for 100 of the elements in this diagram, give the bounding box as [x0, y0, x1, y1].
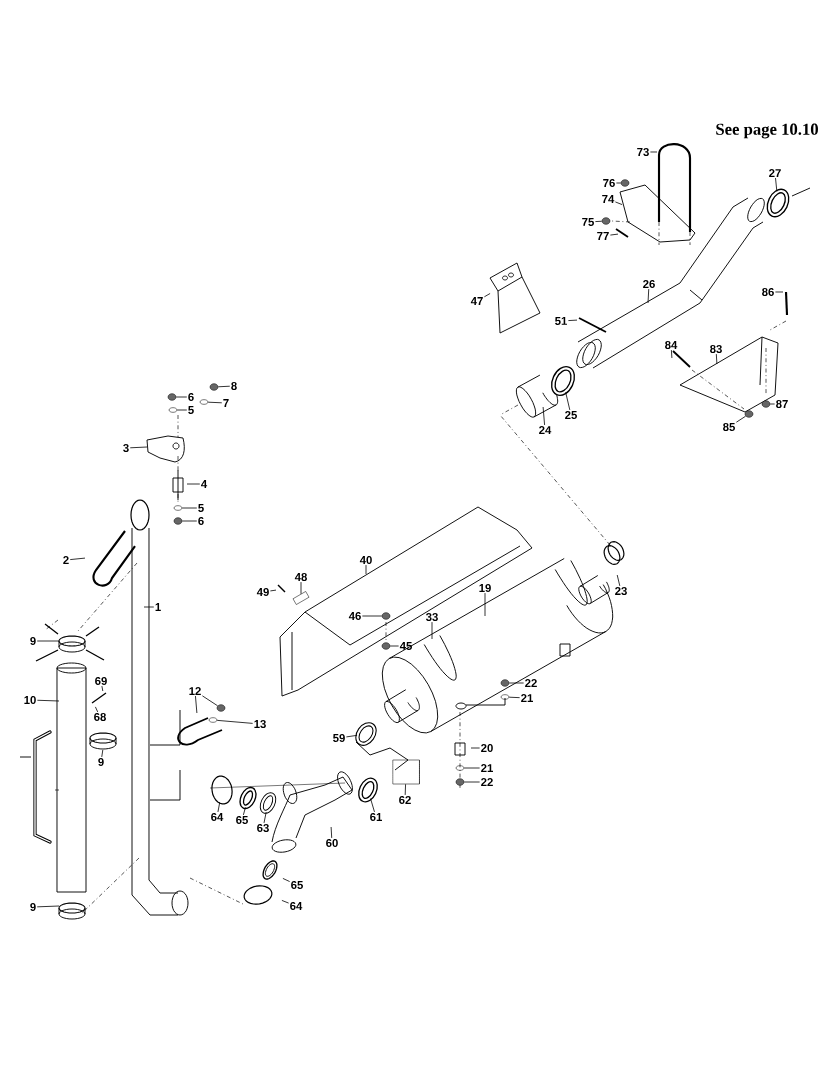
leader-line — [216, 719, 254, 724]
leader-line — [269, 589, 277, 592]
leader-line — [195, 695, 198, 714]
leader-line — [470, 747, 481, 749]
nut — [761, 400, 771, 408]
nut — [500, 679, 510, 687]
callout-number: 40 — [359, 556, 372, 564]
leader-line — [370, 798, 375, 813]
callout-number: 13 — [254, 720, 266, 728]
leader-line — [263, 811, 267, 824]
leader-line — [282, 878, 291, 882]
callout-number: 85 — [723, 423, 735, 431]
callout-number: 65 — [291, 881, 303, 889]
callout-number: 3 — [123, 444, 129, 452]
callout-number: 20 — [481, 744, 493, 752]
callout-number: 68 — [94, 713, 106, 721]
callout-number: 23 — [615, 587, 627, 595]
leader-line — [207, 401, 223, 404]
callout-number: 21 — [521, 694, 533, 702]
callout-number: 4 — [201, 480, 208, 488]
callout-number: 9 — [98, 758, 104, 766]
leader-line — [542, 406, 545, 426]
callout-number: 9 — [30, 903, 36, 911]
callout-number: 8 — [231, 382, 237, 390]
callout-number: 27 — [769, 169, 781, 177]
leader-line — [647, 288, 650, 304]
leader-line — [775, 177, 778, 192]
sealing-ring — [239, 786, 257, 810]
leader-line — [670, 349, 673, 359]
leader-line — [463, 767, 481, 769]
callout-number: 62 — [399, 796, 411, 804]
leader-line — [431, 621, 433, 640]
leader-line — [389, 645, 400, 647]
callout-number: 19 — [479, 584, 491, 592]
sealing-ring — [358, 777, 378, 803]
leader-line — [615, 201, 623, 205]
leader-line — [129, 446, 148, 449]
leader-line — [36, 905, 60, 908]
leader-line — [568, 319, 578, 321]
callout-number: 69 — [95, 677, 107, 685]
pipe-sleeve — [392, 759, 420, 785]
page-reference: See page 10.10 — [716, 123, 818, 139]
callout-number: 6 — [188, 393, 194, 401]
callout-number: 2 — [63, 556, 69, 564]
sealing-ring — [766, 188, 790, 218]
callout-number: 65 — [236, 816, 248, 824]
nut — [216, 704, 226, 712]
callout-number: 84 — [665, 341, 678, 349]
leader-line — [769, 403, 776, 405]
callout-number: 77 — [597, 232, 609, 240]
leader-line — [565, 391, 571, 411]
leader-line — [610, 233, 619, 236]
callout-number: 61 — [370, 813, 382, 821]
leader-line — [616, 182, 622, 184]
sealing-ring — [259, 792, 277, 814]
leader-line — [181, 520, 198, 522]
leader-line — [36, 699, 60, 702]
nut — [620, 179, 630, 187]
leader-line — [345, 734, 358, 738]
leader-line — [361, 615, 383, 617]
nut — [381, 642, 391, 650]
leader-line — [201, 695, 219, 707]
callout-number: 59 — [333, 734, 345, 742]
nut — [381, 612, 391, 620]
callout-number: 25 — [565, 411, 577, 419]
callout-number: 1 — [155, 603, 161, 611]
leader-line — [69, 557, 86, 560]
callout-number: 10 — [24, 696, 36, 704]
nut — [601, 217, 611, 225]
leader-line — [775, 291, 784, 293]
leader-line — [175, 396, 188, 398]
washer — [173, 505, 183, 511]
callout-number: 75 — [582, 218, 594, 226]
callout-number: 33 — [425, 613, 438, 621]
leader-line — [715, 353, 718, 365]
callout-number: 22 — [525, 679, 537, 687]
leader-line — [186, 483, 201, 485]
callout-number: 87 — [776, 400, 788, 408]
leader-line — [616, 574, 621, 587]
nut — [173, 517, 183, 525]
callout-number: 76 — [603, 179, 615, 187]
callout-number: 24 — [539, 426, 552, 434]
callout-number: 47 — [470, 297, 483, 305]
callout-number: 64 — [290, 902, 303, 910]
callout-number: 48 — [294, 573, 307, 581]
callout-number: 49 — [256, 588, 269, 596]
washer — [208, 717, 218, 723]
callout-number: 86 — [762, 288, 774, 296]
callout-number: 26 — [643, 280, 655, 288]
leader-line — [508, 696, 521, 699]
leader-line — [300, 581, 302, 595]
leader-line — [217, 801, 221, 813]
leader-line — [217, 385, 231, 388]
callout-number: 60 — [326, 839, 338, 847]
washer — [199, 399, 209, 405]
leader-line — [736, 415, 747, 423]
sealing-ring — [550, 365, 576, 397]
callout-number: 12 — [189, 687, 201, 695]
callout-number: 7 — [223, 399, 229, 407]
callout-number: 5 — [188, 406, 194, 414]
